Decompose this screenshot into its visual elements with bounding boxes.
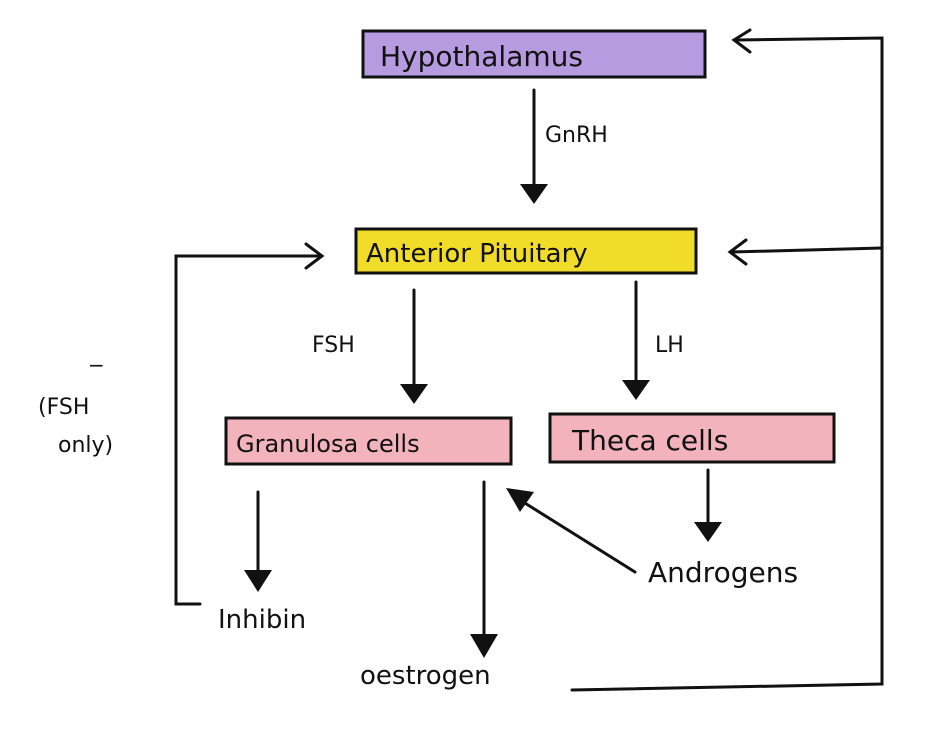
gnrh-arrowhead (520, 184, 548, 204)
oestrogen-to-hypothalamus-arrowhead (731, 28, 752, 54)
theca-cells-label: Theca cells (571, 424, 728, 457)
oestrogen-label: oestrogen (360, 661, 491, 691)
fsh-arrowhead (400, 384, 428, 404)
inhibin-feedback-line (174, 254, 320, 606)
anterior-pituitary-label: Anterior Pituitary (366, 239, 588, 269)
inhibin-label: Inhibin (218, 605, 306, 635)
lh-label: LH (655, 333, 684, 358)
inhibin-note-line1: (FSH (38, 395, 89, 420)
theca-cells-box (548, 412, 836, 464)
inhibin-note-line2: only) (58, 433, 113, 458)
androgens-to-granulosa-arrowhead (506, 488, 534, 512)
anterior-pituitary-box (354, 227, 698, 275)
theca-to-androgens-arrowhead (694, 522, 722, 542)
hypothalamus-label: Hypothalamus (380, 40, 583, 73)
granulosa-to-inhibin-arrowhead (244, 570, 272, 592)
gnrh-label: GnRH (545, 123, 608, 148)
androgens-to-granulosa-arrow (518, 498, 637, 574)
granulosa-cells-label: Granulosa cells (236, 430, 420, 458)
androgens-label: Androgens (648, 556, 798, 589)
lh-arrowhead (622, 380, 650, 400)
oestrogen-feedback-line (570, 36, 884, 692)
fsh-label: FSH (312, 333, 355, 358)
granulosa-cells-box (224, 416, 513, 466)
oestrogen-to-pituitary-line (730, 246, 884, 254)
oestrogen-to-pituitary-arrowhead (727, 238, 748, 266)
granulosa-to-oestrogen-arrowhead (470, 634, 498, 658)
inhibin-note-sign: − (88, 353, 105, 377)
hypothalamus-box (361, 29, 707, 79)
inhibin-feedback-arrowhead (304, 242, 325, 270)
